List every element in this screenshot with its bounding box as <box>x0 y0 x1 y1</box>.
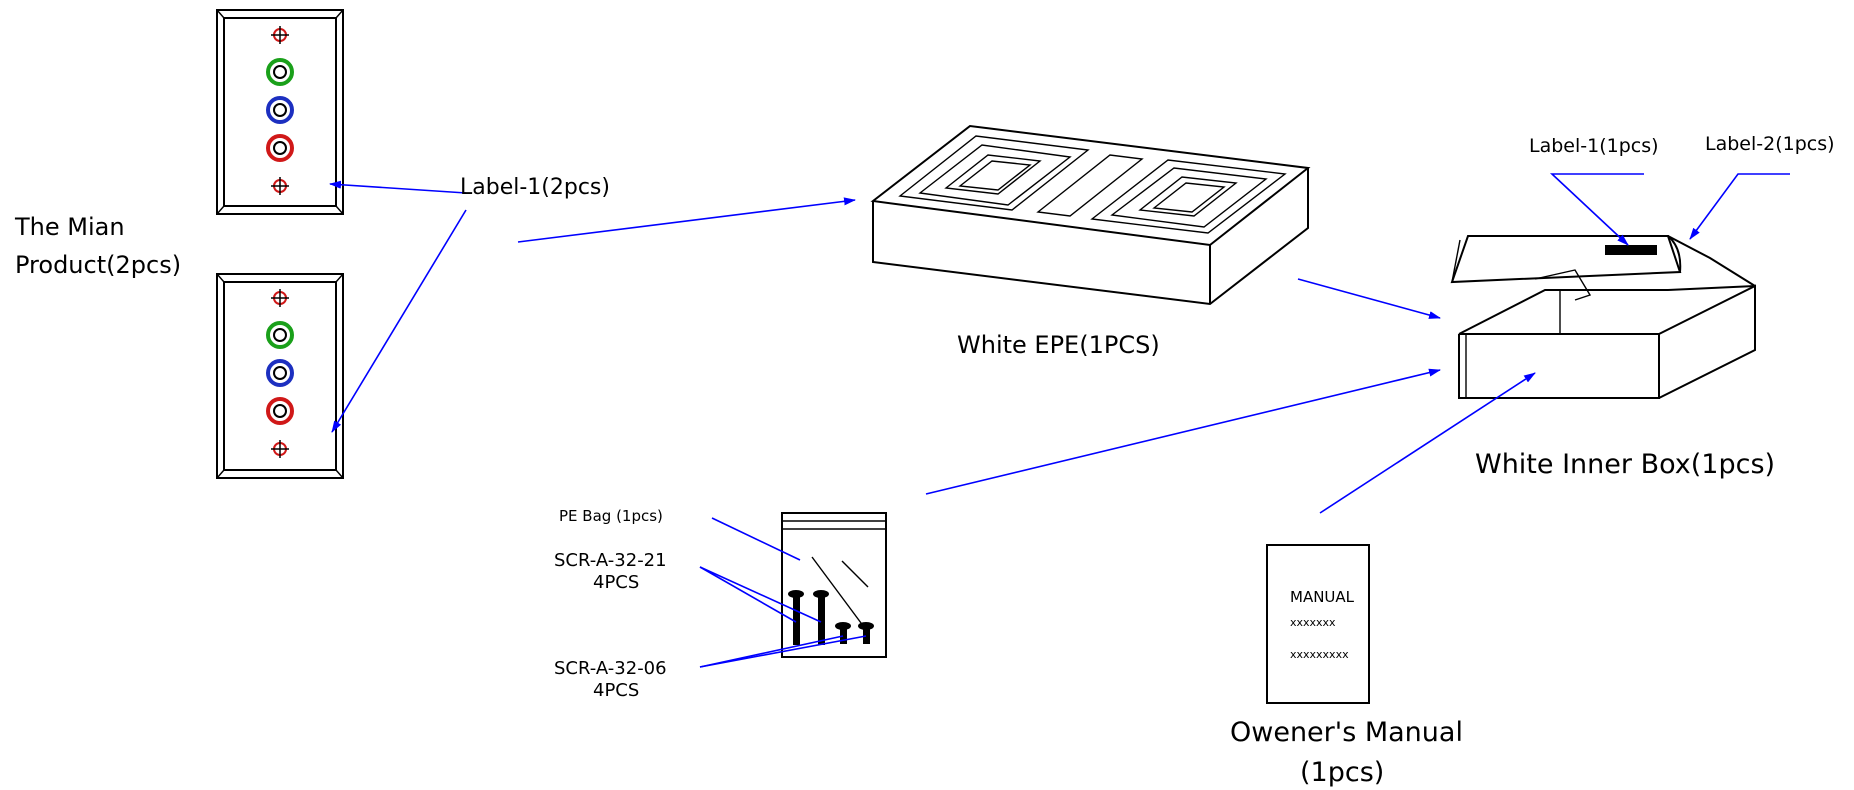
white-inner-box <box>1450 235 1756 399</box>
main-product-label-line1: The Mian <box>14 213 125 241</box>
leader-line <box>699 566 797 623</box>
screw-short-quantity: 4PCS <box>593 680 639 701</box>
blue-jack-icon <box>266 96 294 124</box>
short-screw-icon <box>835 622 851 644</box>
screw-long-quantity: 4PCS <box>593 572 639 593</box>
flow-arrow <box>517 197 856 243</box>
lid-label-icon <box>1605 245 1657 255</box>
long-screw-icon <box>788 590 804 645</box>
product-panel-bottom <box>216 273 344 479</box>
leader-arrow <box>1689 173 1790 240</box>
pe-bag-label: PE Bag (1pcs) <box>559 507 663 525</box>
red-jack-icon <box>266 134 294 162</box>
blue-jack-icon <box>266 359 294 387</box>
mounting-screw-icon <box>271 26 289 44</box>
owners-manual <box>1266 544 1370 704</box>
leader-arrow <box>1549 173 1644 246</box>
leader-line <box>699 635 867 668</box>
green-jack-icon <box>266 58 294 86</box>
screw-long-part-number: SCR-A-32-21 <box>554 550 667 571</box>
flow-arrow <box>1297 278 1441 319</box>
leader-line <box>699 566 822 623</box>
leader-line <box>711 517 801 561</box>
manual-cover-line2: xxxxxxxxx <box>1290 648 1349 661</box>
white-epe-label: White EPE(1PCS) <box>957 331 1160 359</box>
mounting-screw-icon <box>271 177 289 195</box>
pe-bag <box>781 512 887 658</box>
mounting-screw-icon <box>271 440 289 458</box>
leader-arrow <box>329 180 467 194</box>
owners-manual-label-line1: Owener's Manual <box>1230 717 1463 748</box>
mounting-screw-icon <box>271 289 289 307</box>
flow-arrow <box>925 368 1441 495</box>
white-epe-tray <box>870 124 1311 306</box>
label1-2pcs-label: Label-1(2pcs) <box>460 175 610 200</box>
short-screw-icon <box>858 622 874 644</box>
long-screw-icon <box>813 590 829 645</box>
red-jack-icon <box>266 397 294 425</box>
label2-1pcs-label: Label-2(1pcs) <box>1705 133 1835 155</box>
white-inner-box-label: White Inner Box(1pcs) <box>1475 449 1775 480</box>
flow-arrow <box>1319 372 1536 514</box>
main-product-label-line2: Product(2pcs) <box>15 251 181 279</box>
product-panel-top <box>216 9 344 215</box>
manual-cover-title: MANUAL <box>1290 588 1355 606</box>
manual-cover-line1: xxxxxxx <box>1290 616 1336 629</box>
screw-short-part-number: SCR-A-32-06 <box>554 658 667 679</box>
leader-arrow <box>331 209 467 433</box>
label1-1pcs-label: Label-1(1pcs) <box>1529 135 1659 157</box>
leader-lines <box>329 173 1790 668</box>
green-jack-icon <box>266 321 294 349</box>
owners-manual-label-line2: (1pcs) <box>1300 757 1384 788</box>
